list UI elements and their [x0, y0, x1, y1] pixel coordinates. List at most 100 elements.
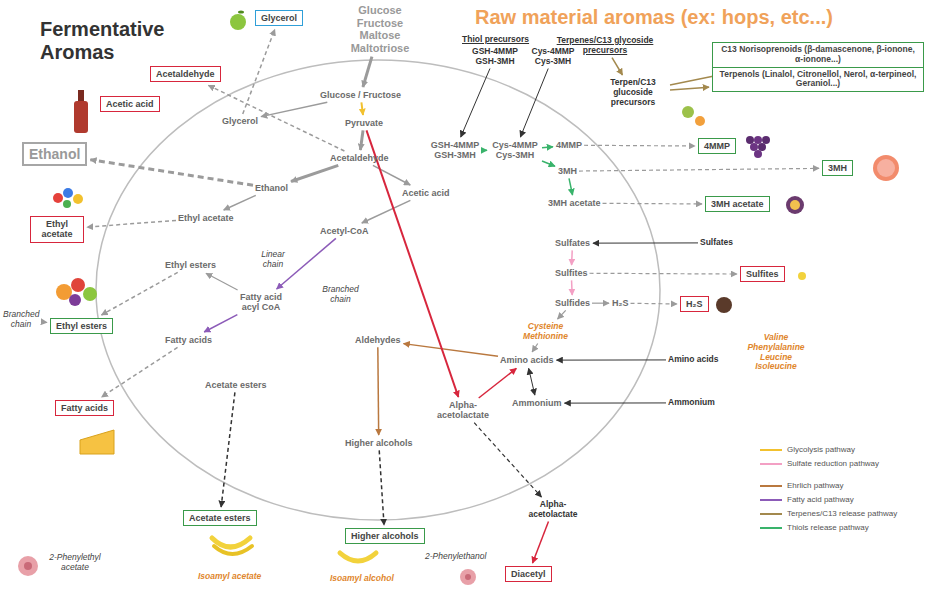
metabolite-label: Ethyl acetate — [178, 213, 234, 223]
legend-line — [760, 513, 782, 515]
legend-swatch — [760, 510, 782, 518]
aroma-box: 3MH acetate — [705, 196, 770, 212]
pathway-arrow — [533, 522, 549, 563]
grapefruit-flesh — [877, 159, 895, 177]
aroma-name: 3MH — [828, 163, 847, 173]
legend-swatch — [760, 496, 782, 504]
pathway-arrow — [404, 344, 498, 357]
aroma-name: H₂S — [686, 299, 703, 309]
pathway-arrow — [593, 242, 698, 243]
pathway-arrow — [102, 347, 178, 397]
rose-icon — [460, 569, 476, 585]
metabolite-label: Acetate esters — [205, 380, 267, 390]
pathway-arrow — [571, 280, 573, 295]
pathway-arrow — [461, 69, 490, 137]
metabolite-label: H₂S — [612, 298, 629, 308]
legend-text: Fatty acid pathway — [787, 495, 854, 504]
metabolite-label: Pyruvate — [345, 118, 383, 128]
pathway-arrow — [261, 102, 327, 116]
grape-icon — [746, 136, 770, 158]
pathway-note: Branched chain — [3, 310, 39, 330]
pathway-arrow — [542, 147, 553, 148]
metabolite-label: GSH-4MMP GSH-3MH — [430, 140, 480, 161]
aroma-name: Higher alcohols — [351, 531, 419, 541]
aroma-box: Glycerol — [255, 10, 303, 26]
grapefruit-icon — [873, 155, 899, 181]
legend-text: Ehrlich pathway — [787, 481, 843, 490]
pathway-arrow — [558, 310, 566, 319]
aroma-name: Ethanol — [29, 146, 80, 162]
grapefruit-peel — [873, 155, 899, 181]
aroma-box: Acetaldehyde — [150, 66, 221, 82]
pathway-arrow — [557, 359, 666, 360]
pathway-arrow — [592, 303, 609, 304]
legend-line — [760, 499, 782, 501]
pathway-arrow — [366, 130, 458, 397]
aroma-box: Sulfites — [740, 266, 785, 282]
aroma-box: Terpenols (Linalol, Citronellol, Nerol, … — [712, 67, 924, 93]
grape — [762, 136, 770, 144]
aroma-box: H₂S — [680, 296, 709, 312]
pathway-arrow — [520, 69, 548, 137]
metabolite-label: Sulfites — [555, 268, 588, 278]
aroma-name: 3MH acetate — [711, 199, 764, 209]
pathway-arrow — [41, 321, 47, 323]
rose-icon — [18, 556, 38, 576]
input-label: Amino acids — [668, 355, 719, 365]
metabolite-label: Amino acids — [500, 355, 554, 365]
precursor-heading: Terpenes/C13 glycoside precursors — [555, 36, 655, 56]
pathway-arrow — [206, 273, 238, 290]
legend-swatch — [760, 524, 782, 532]
bottle-neck — [78, 90, 84, 101]
legend-swatch — [760, 446, 782, 454]
banana — [212, 538, 250, 547]
fruit-basket-icon — [56, 278, 97, 306]
pathway-arrow — [579, 168, 819, 171]
pathway-arrow — [87, 220, 176, 227]
legend-line — [760, 449, 782, 451]
legend-text: Terpenes/C13 release pathway — [787, 509, 897, 518]
banana — [214, 546, 252, 554]
metabolite-label: Acetyl-CoA — [320, 226, 369, 236]
metabolite-label: Aldehydes — [355, 335, 401, 345]
legend-line — [760, 485, 782, 487]
hops-fruit-icon — [682, 106, 705, 126]
amino-acid-note: Valine Phenylalanine Leucine Isoleucine — [745, 333, 807, 372]
yeast-cell-outline — [96, 60, 660, 520]
legend-row: Sulfate reduction pathway — [760, 459, 879, 468]
rose-petals — [460, 569, 476, 585]
candy — [63, 200, 71, 208]
aroma-name: Glycerol — [261, 13, 297, 23]
aroma-box: Higher alcohols — [345, 528, 425, 544]
aroma-box: Ethyl esters — [50, 318, 113, 334]
aroma-name: Sulfites — [746, 269, 779, 279]
pathway-arrow — [360, 130, 363, 150]
pathway-arrow — [569, 178, 573, 195]
aroma-name: Ethyl esters — [56, 321, 107, 331]
metabolite-label: Acetaldehyde — [330, 153, 389, 163]
pathway-arrow — [571, 250, 573, 265]
pathway-arrow — [243, 29, 275, 114]
metabolite-label: Sulfates — [555, 238, 590, 248]
metabolite-label: Cys-4MMP Cys-3MH — [490, 140, 540, 161]
grape — [754, 150, 762, 158]
pathway-arrow — [529, 368, 535, 395]
aroma-box: 3MH — [822, 160, 853, 176]
pathway-arrow — [373, 165, 410, 185]
metabolite-label: Ethyl esters — [165, 260, 216, 270]
aroma-box: Ethanol — [22, 142, 87, 166]
candy — [73, 194, 83, 204]
metabolite-label: 4MMP — [556, 140, 582, 150]
aroma-name: Fatty acids — [61, 403, 108, 413]
aroma-name: Diacetyl — [511, 569, 546, 579]
pathway-arrow — [479, 368, 517, 398]
banana-icon — [212, 538, 252, 554]
compound-note: Isoamyl alcohol — [330, 574, 394, 584]
passion-fruit-icon — [786, 196, 804, 214]
pathway-arrow — [603, 203, 702, 205]
legend-text: Thiols release pathway — [787, 523, 869, 532]
pathway-arrow — [224, 195, 256, 210]
pathway-arrow — [204, 315, 237, 332]
pathway-arrow — [670, 87, 709, 90]
